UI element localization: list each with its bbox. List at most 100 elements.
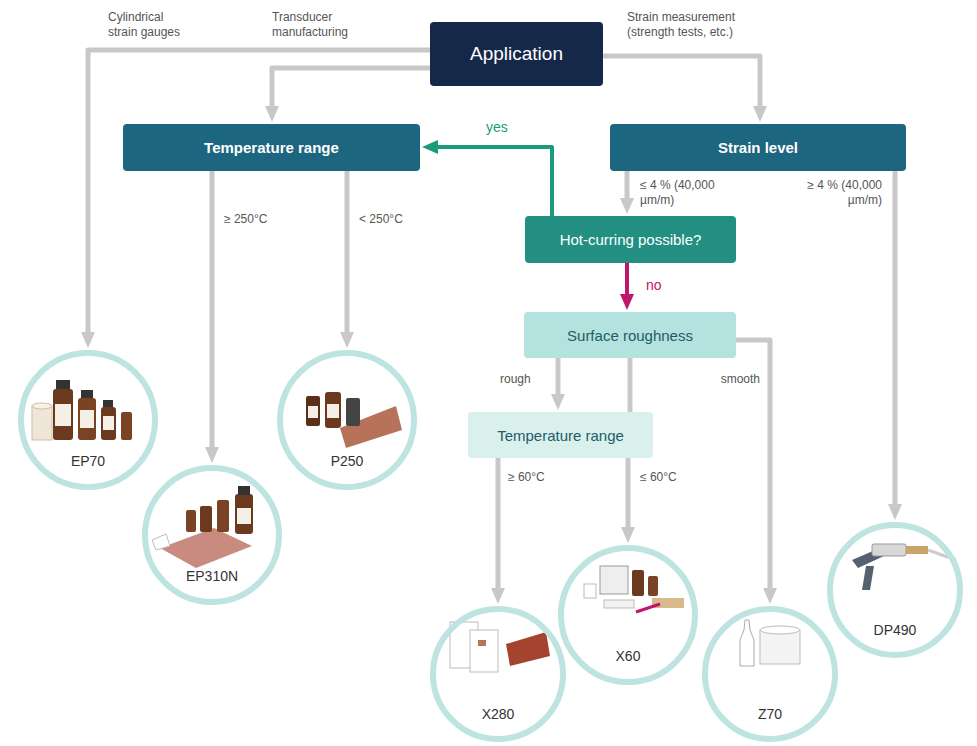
ep70-products — [78, 398, 96, 440]
z70-products — [740, 620, 800, 666]
p250-products — [308, 406, 318, 418]
edge-label: ≥ 250°C — [224, 212, 284, 227]
p250-products — [325, 392, 341, 428]
z70-products — [760, 630, 800, 664]
ep310n-products — [186, 510, 196, 532]
x60-products — [584, 584, 596, 598]
product-circle: Z70 — [702, 606, 838, 742]
question-box: Hot-curring possible? — [525, 216, 736, 263]
node-label: Z70 — [758, 706, 782, 722]
decision-box: Strain level — [610, 124, 906, 171]
circle-outline — [277, 350, 417, 490]
node-label: P250 — [331, 453, 364, 469]
decision-box: Temperature range — [123, 124, 420, 171]
x60-products — [636, 604, 660, 612]
edge-label: Strain measurement (strength tests, etc.… — [627, 10, 757, 40]
edge-label: < 250°C — [359, 212, 419, 227]
edge-label: no — [646, 278, 686, 293]
connector — [556, 358, 561, 396]
connector — [626, 458, 631, 529]
product-circle: X280 — [430, 606, 566, 742]
circle-outline — [830, 525, 960, 655]
x280-products — [506, 632, 550, 666]
connector — [625, 171, 630, 200]
circle-outline — [145, 468, 279, 602]
edge-label: Cylindrical strain gauges — [108, 10, 192, 40]
dp490-products — [872, 544, 906, 556]
start-box: Application — [430, 22, 603, 86]
x280-products — [478, 640, 486, 646]
circle-outline — [280, 353, 414, 487]
ep70-products — [103, 400, 113, 408]
connector — [210, 171, 215, 449]
node-label: X280 — [482, 706, 515, 722]
connector — [345, 171, 350, 334]
p250-products — [327, 404, 339, 418]
connector — [628, 358, 633, 412]
ep310n-products — [200, 506, 212, 532]
x60-products — [584, 566, 684, 612]
dp490-products — [862, 566, 874, 590]
p250-products — [306, 392, 402, 448]
connector — [893, 171, 898, 506]
node-label: Temperature range — [497, 427, 624, 444]
connector — [436, 147, 552, 216]
decision-box: Temperature range — [468, 412, 653, 458]
ep70-products — [101, 407, 116, 440]
ep310n-products — [152, 534, 170, 550]
node-label: Hot-curring possible? — [560, 231, 702, 248]
p250-products — [346, 398, 360, 426]
ep70-products — [32, 406, 52, 440]
x280-products — [470, 630, 498, 672]
circle-outline — [18, 350, 158, 490]
edge-label: yes — [486, 120, 526, 135]
edge-label: ≥ 4 % (40,000 µm/m) — [782, 178, 882, 208]
x60-products — [632, 570, 644, 596]
circle-outline — [21, 353, 155, 487]
x60-products — [600, 566, 628, 594]
p250-products — [306, 396, 320, 426]
ep70-products — [55, 404, 71, 426]
connector — [603, 56, 760, 108]
ep70-products — [103, 416, 114, 430]
product-circle: EP70 — [18, 350, 158, 490]
z70-products — [740, 620, 754, 666]
ep310n-products — [217, 500, 229, 532]
dp490-products — [852, 544, 956, 590]
ep310n-products — [237, 508, 251, 524]
ep70-products — [53, 389, 73, 440]
dp490-products — [906, 546, 928, 554]
connector — [88, 50, 430, 334]
node-label: Surface roughness — [567, 327, 693, 344]
edge-label: Transducer manufacturing — [272, 10, 364, 40]
ep70-products — [81, 390, 93, 399]
connector — [625, 263, 629, 296]
x60-products — [648, 576, 658, 596]
product-circle: EP310N — [142, 465, 282, 605]
node-label: EP310N — [186, 568, 238, 584]
circle-outline — [142, 465, 282, 605]
product-circle: X60 — [558, 545, 698, 685]
ep310n-products — [235, 494, 253, 534]
edge-label: ≤ 60°C — [640, 470, 700, 485]
node-label: DP490 — [874, 622, 917, 638]
node-label: Application — [470, 43, 563, 65]
circle-outline — [433, 609, 563, 739]
product-circle: P250 — [277, 350, 417, 490]
ep70-products — [32, 380, 132, 440]
edge-label: rough — [500, 372, 550, 387]
ep70-products — [32, 403, 52, 409]
connector — [272, 68, 430, 108]
edge-label: smooth — [706, 372, 760, 387]
circle-outline — [561, 548, 695, 682]
ep70-products — [56, 380, 70, 390]
node-label: EP70 — [71, 453, 105, 469]
edge-label: ≥ 60°C — [508, 470, 568, 485]
decision-box: Surface roughness — [524, 312, 736, 358]
z70-products — [760, 626, 800, 634]
ep70-products — [80, 410, 94, 428]
connector — [496, 458, 501, 590]
x280-products — [450, 622, 550, 672]
